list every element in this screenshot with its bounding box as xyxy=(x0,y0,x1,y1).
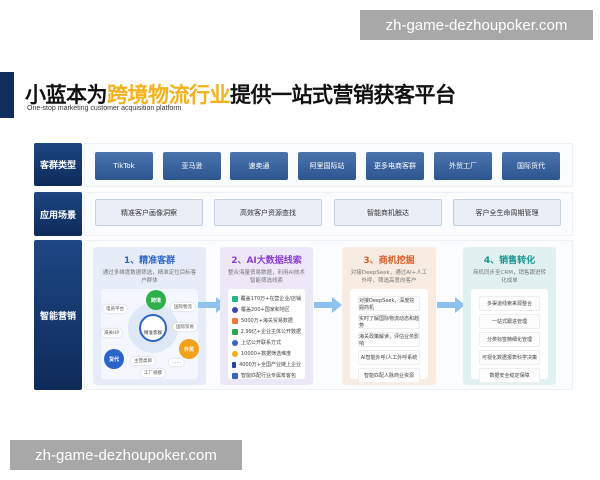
node: 国际物流 xyxy=(171,303,195,311)
node: 工厂规模 xyxy=(141,369,165,377)
bubble-trade: 外贸 xyxy=(179,339,199,359)
chain-icon xyxy=(232,361,237,368)
step-2-title: 2、AI大数据线索 xyxy=(231,256,302,266)
contact-icon xyxy=(232,339,238,346)
scenario-3[interactable]: 智能商机触达 xyxy=(334,199,442,226)
building-icon xyxy=(232,328,238,335)
step-1-diagram: 精准客群 跨境 外贸 货代 电商平台 国际物流 海关HP 国际贸易 主营类目 工… xyxy=(101,289,199,379)
list-item: 覆盖170万+在营企业/店铺 xyxy=(232,293,301,304)
list-item: 实时了解国际物流动态和趋势 xyxy=(358,314,420,329)
list-item: 4000万+全国产业链上企业 xyxy=(232,359,301,370)
list-item: 可视化数据报表科学决策 xyxy=(479,350,540,365)
step-4-panel: 4、销售转化 商机同步至CRM，销售跟进转化成单 多渠道线索来源整合 一站式跟进… xyxy=(463,247,556,385)
customer-type-tiktok[interactable]: TikTok xyxy=(95,152,153,180)
title-post: 提供一站式营销获客平台 xyxy=(230,83,456,107)
list-item: 对接DeepSeek，深度挖掘商机 xyxy=(358,296,420,311)
bubble-freight: 货代 xyxy=(104,349,124,369)
scenario-2[interactable]: 高效客户资源查找 xyxy=(214,199,322,226)
watermark-top: zh-game-dezhoupoker.com xyxy=(360,10,593,40)
page-subtitle: One-stop marketing customer acquisition … xyxy=(27,105,182,112)
customer-type-freight[interactable]: 国际货代 xyxy=(502,152,560,180)
list-item: 智能匹配行业专属筹客包 xyxy=(232,370,301,381)
list-item: 2.99亿+企业主体公开数据 xyxy=(232,326,301,337)
step-4-desc: 商机同步至CRM，销售跟进转化成单 xyxy=(473,270,546,284)
step-3-title: 3、商机挖掘 xyxy=(363,256,415,266)
center-label: 精准客群 xyxy=(144,331,162,336)
customer-type-amazon[interactable]: 亚马逊 xyxy=(163,152,221,180)
watermark-bottom: zh-game-dezhoupoker.com xyxy=(10,440,242,470)
step-1-title: 1、精准客群 xyxy=(123,256,176,266)
list-item: 海关政策解读，评估业务影响 xyxy=(358,332,420,347)
step-4-list: 多渠道线索来源整合 一站式跟进管理 分类标签精细化管理 可视化数据报表科学决策 … xyxy=(471,289,548,383)
center-node: 精准客群 xyxy=(139,314,167,342)
step-2-panel: 2、AI大数据线索 整合海量贸易数据，利用AI技术智能筛选线索 覆盖170万+在… xyxy=(220,247,313,385)
step-1-desc: 通过多维度数据筛选，精准定位目标客户群体 xyxy=(102,270,197,284)
globe-icon xyxy=(232,306,238,313)
customer-type-alibaba[interactable]: 阿里国际站 xyxy=(298,152,356,180)
customer-type-more-ecommerce[interactable]: 更多电商客群 xyxy=(366,152,424,180)
step-2-desc: 整合海量贸易数据，利用AI技术智能筛选线索 xyxy=(228,270,305,284)
arrow-icon xyxy=(437,297,465,313)
list-item: 多渠道线索来源整合 xyxy=(479,296,540,311)
filter-icon xyxy=(232,350,238,357)
list-item: 10000+数据筛选维度 xyxy=(232,348,301,359)
step-3-list: 对接DeepSeek，深度挖掘商机 实时了解国际物流动态和趋势 海关政策解读，评… xyxy=(350,289,428,383)
list-item: 智能匹配人脉商业资源 xyxy=(358,368,420,383)
list-item: 分类标签精细化管理 xyxy=(479,332,540,347)
node: …… xyxy=(169,359,184,366)
list-item: 上亿公开联系方式 xyxy=(232,337,301,348)
step-2-list: 覆盖170万+在营企业/店铺 覆盖200+国家和地区 5000万+海关贸易数据 … xyxy=(228,289,305,379)
arrow-icon xyxy=(198,297,226,313)
marketing-label: 智能营销 xyxy=(34,240,82,390)
page-title: 小蓝本为跨境物流行业提供一站式营销获客平台 xyxy=(25,79,456,109)
node: 海关HP xyxy=(101,329,123,337)
node: 主营类目 xyxy=(131,357,155,365)
title-pre: 小蓝本为 xyxy=(25,83,108,107)
arrow-icon xyxy=(314,297,342,313)
node: 电商平台 xyxy=(103,305,127,313)
title-accent-bar xyxy=(0,72,14,118)
scenarios-label: 应用场景 xyxy=(34,192,82,236)
customer-types-label: 客群类型 xyxy=(34,143,82,186)
list-item: 一站式跟进管理 xyxy=(479,314,540,329)
step-1-panel: 1、精准客群 通过多维度数据筛选，精准定位目标客户群体 精准客群 跨境 外贸 货… xyxy=(93,247,206,385)
list-item: 数据安全稳定保障 xyxy=(479,368,540,383)
package-icon xyxy=(232,372,238,379)
scenario-4[interactable]: 客户全生命周期管理 xyxy=(453,199,561,226)
list-item: 5000万+海关贸易数据 xyxy=(232,315,301,326)
step-3-desc: 对接DeepSeek，通过AI+人工外呼，筛选高意向客户 xyxy=(350,270,428,284)
step-4-title: 4、销售转化 xyxy=(483,256,536,266)
list-item: AI智能外呼/人工外呼系统 xyxy=(358,350,420,365)
customer-type-aliexpress[interactable]: 速卖通 xyxy=(230,152,288,180)
data-icon xyxy=(232,295,238,302)
list-item: 覆盖200+国家和地区 xyxy=(232,304,301,315)
scenario-1[interactable]: 精准客户画像洞察 xyxy=(95,199,203,226)
bubble-crossborder: 跨境 xyxy=(146,290,166,310)
customer-type-factory[interactable]: 外贸工厂 xyxy=(434,152,492,180)
title-highlight: 跨境物流行业 xyxy=(107,83,231,107)
node: 国际贸易 xyxy=(173,323,197,331)
step-3-panel: 3、商机挖掘 对接DeepSeek，通过AI+人工外呼，筛选高意向客户 对接De… xyxy=(342,247,436,385)
customs-icon xyxy=(232,317,238,324)
